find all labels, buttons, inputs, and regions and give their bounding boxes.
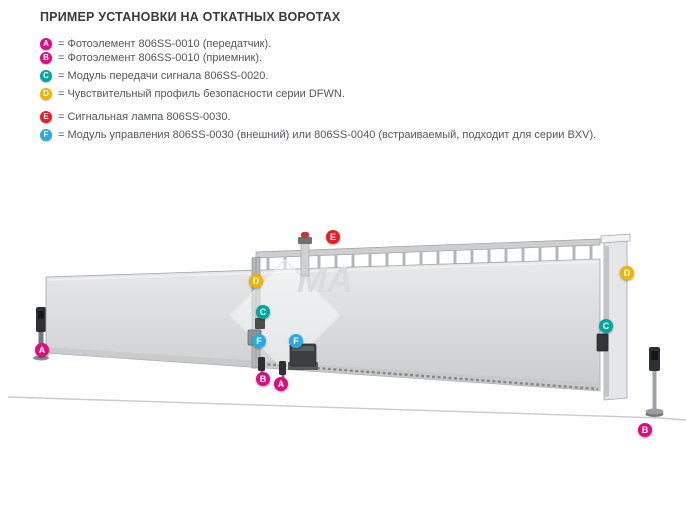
legend-text-f: = Модуль управления 806SS-0030 (внешний)…	[58, 129, 597, 141]
diagram-badge-f-drive: F	[289, 334, 303, 348]
legend-item-b: B = Фотоэлемент 806SS-0010 (приемник).	[40, 52, 596, 64]
receiving-column	[600, 233, 631, 401]
diagram-badge-b-right: B	[638, 423, 652, 437]
diagram-badge-c-gate: C	[256, 305, 270, 319]
drive-unit	[288, 343, 318, 370]
diagram-badge-c-column: C	[599, 319, 613, 333]
diagram-badge-b-gate: B	[256, 372, 270, 386]
legend-badge-f: F	[40, 129, 52, 141]
diagram-badge-d-gate: D	[249, 274, 263, 288]
legend-item-f: F = Модуль управления 806SS-0030 (внешни…	[40, 129, 596, 141]
diagram-badge-d-column: D	[620, 266, 634, 280]
legend-text-c: = Модуль передачи сигнала 806SS-0020.	[58, 70, 269, 82]
legend-item-a: A = Фотоэлемент 806SS-0010 (передатчик).	[40, 38, 596, 50]
diagram-badge-f-external: F	[252, 334, 266, 348]
photocell-post-right	[645, 347, 664, 417]
legend-badge-d: D	[40, 88, 52, 100]
gate-panel-highlight	[47, 261, 599, 281]
legend-text-b: = Фотоэлемент 806SS-0010 (приемник).	[58, 52, 263, 64]
gate-top-rail	[255, 238, 601, 259]
legend-badge-a: A	[40, 38, 52, 50]
signal-module-column	[596, 333, 609, 352]
signal-module-gate	[255, 318, 265, 329]
legend-item-c: C = Модуль передачи сигнала 806SS-0020.	[40, 70, 596, 82]
legend-item-d: D = Чувствительный профиль безопасности …	[40, 88, 596, 100]
legend-badge-b: B	[40, 52, 52, 64]
legend-badge-e: E	[40, 111, 52, 123]
page-title: ПРИМЕР УСТАНОВКИ НА ОТКАТНЫХ ВОРОТАХ	[40, 10, 341, 24]
ground-line	[7, 396, 686, 421]
legend: A = Фотоэлемент 806SS-0010 (передатчик).…	[40, 38, 596, 141]
signal-lamp	[298, 232, 312, 277]
legend-text-d: = Чувствительный профиль безопасности се…	[58, 88, 345, 100]
legend-text-a: = Фотоэлемент 806SS-0010 (передатчик).	[58, 38, 272, 50]
legend-text-e: = Сигнальная лампа 806SS-0030.	[58, 111, 231, 123]
legend-badge-c: C	[40, 70, 52, 82]
diagram-badge-a-left: A	[35, 343, 49, 357]
diagram-badge-a-gate: A	[274, 377, 288, 391]
diagram-badge-e: E	[326, 230, 340, 244]
legend-item-e: E = Сигнальная лампа 806SS-0030.	[40, 111, 596, 123]
